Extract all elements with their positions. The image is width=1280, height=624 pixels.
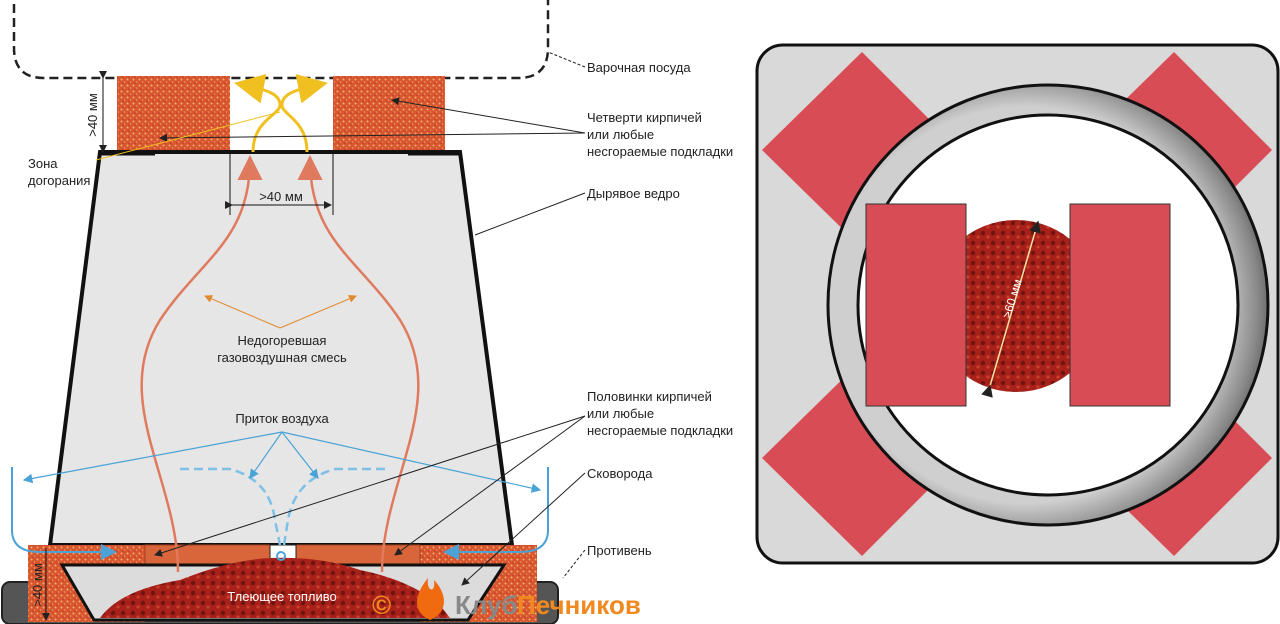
watermark-logo: © Клуб Печников: [372, 578, 641, 620]
label-afterburn-2: догорания: [28, 173, 90, 188]
flame-icon: [417, 578, 444, 620]
svg-text:©: ©: [372, 590, 391, 620]
label-cookware: Варочная посуда: [587, 60, 691, 75]
top-brick-left: [117, 76, 230, 152]
label-baking-tray: Противень: [587, 543, 652, 558]
label-half-bricks-3: несгораемые подкладки: [587, 423, 733, 438]
cookware-outline: [12, 0, 550, 80]
label-quarter-bricks-2: или любые: [587, 127, 654, 142]
label-afterburn-1: Зона: [28, 156, 58, 171]
label-height-bottom: >40 мм: [30, 563, 45, 607]
label-quarter-bricks-1: Четверти кирпичей: [587, 110, 702, 125]
half-brick-right-top: [1069, 203, 1171, 407]
svg-text:Печников: Печников: [517, 590, 641, 620]
label-unburnt-2: газовоздушная смесь: [217, 350, 347, 365]
label-half-bricks-1: Половинки кирпичей: [587, 389, 712, 404]
label-gap-top: >40 мм: [259, 189, 303, 204]
label-unburnt-1: Недогоревшая: [238, 333, 327, 348]
label-air-inflow: Приток воздуха: [235, 411, 329, 426]
label-half-bricks-2: или любые: [587, 406, 654, 421]
label-fuel: Тлеющее топливо: [227, 589, 336, 604]
label-quarter-bricks-3: несгораемые подкладки: [587, 144, 733, 159]
label-bucket: Дырявое ведро: [587, 186, 680, 201]
bucket: [47, 150, 515, 547]
label-frying-pan: Сковорода: [587, 466, 653, 481]
top-brick-right: [333, 76, 445, 152]
half-brick-left-top: [865, 203, 967, 407]
label-height-top: >40 мм: [85, 93, 100, 137]
svg-text:Клуб: Клуб: [455, 590, 518, 620]
smoldering-fuel: [100, 557, 450, 618]
